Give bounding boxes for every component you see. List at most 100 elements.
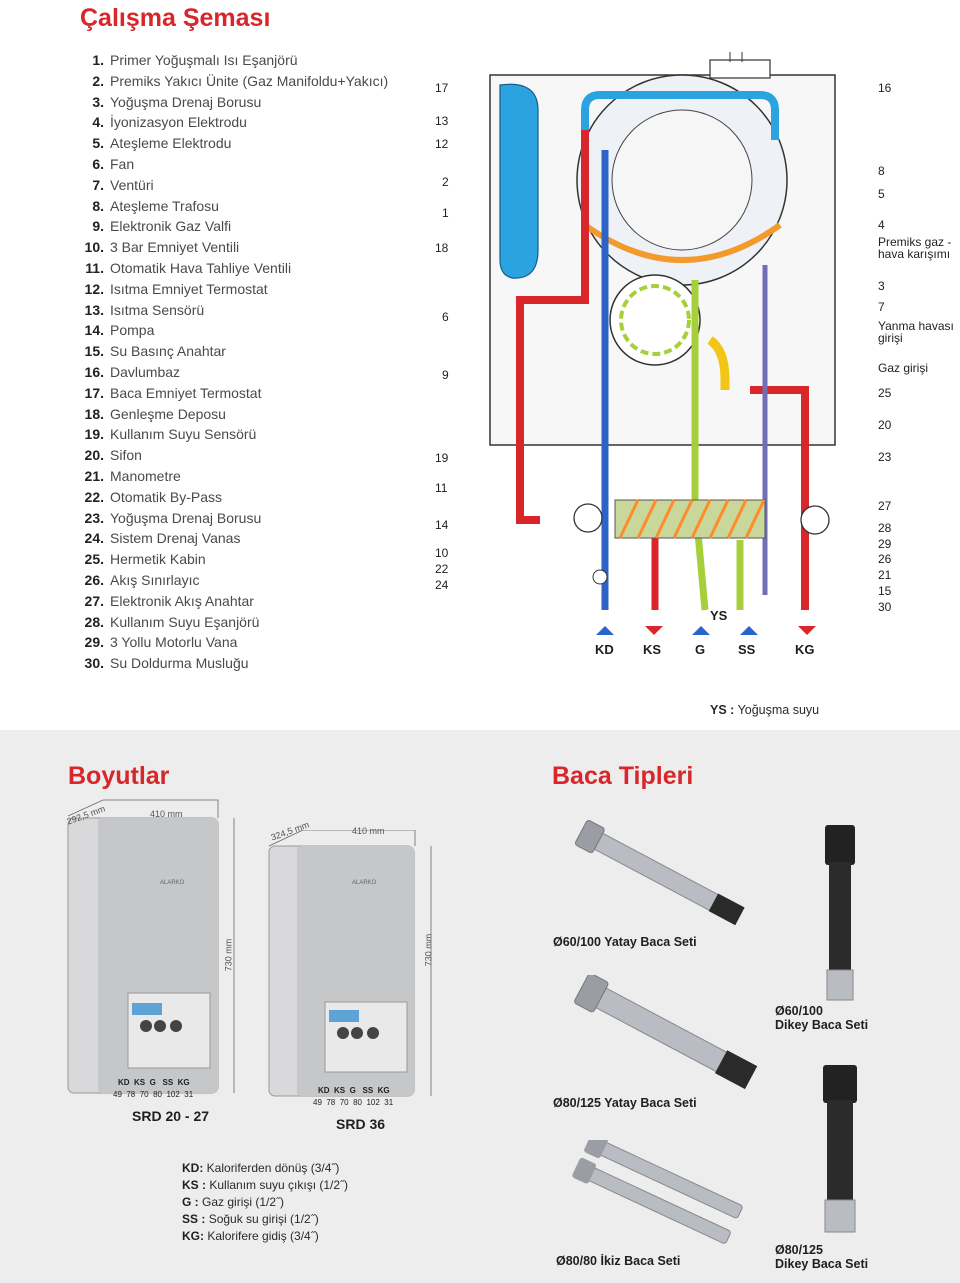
callout-air-intake: Yanma havası girişi [878, 319, 954, 345]
flue-label-3: Ø80/125 Yatay Baca Seti [553, 1096, 697, 1110]
component-legend: 1.Primer Yoğuşmalı Isı Eşanjörü 2.Premik… [78, 50, 408, 674]
legend-item: 7.Ventüri [92, 176, 154, 193]
callout-7: 7 [878, 300, 885, 314]
flue-label-5b: Dikey Baca Seti [775, 1257, 869, 1271]
boiler-schematic [489, 52, 836, 611]
flue-vertical-80-125 [823, 1065, 857, 1233]
callout-26: 26 [878, 552, 892, 566]
flue-label-5a: Ø80/125 [775, 1243, 823, 1257]
flue-horizontal-60-100 [574, 820, 745, 926]
callout-24: 24 [435, 578, 449, 592]
key-item: G : Gaz girişi (1/2˝) [182, 1195, 285, 1209]
legend-item: 16.Davlumbaz [84, 363, 181, 380]
connection-labels-2: KD KS G SS KG [318, 1086, 390, 1095]
boiler-unit-1 [67, 799, 235, 1094]
callout-16: 16 [878, 81, 892, 95]
callout-19: 19 [435, 451, 449, 465]
legend-item: 25.Hermetik Kabin [84, 551, 206, 568]
legend-item: 10.3 Bar Emniyet Ventili [84, 239, 240, 256]
pipe-label-ks: KS [643, 642, 662, 657]
callout-28: 28 [878, 521, 892, 535]
legend-item: 21.Manometre [84, 467, 181, 484]
callout-1: 1 [442, 206, 449, 220]
callout-20: 20 [878, 418, 892, 432]
pipe-label-g: G [695, 642, 706, 657]
connection-dims-1: 49 78 70 80 102 31 [113, 1090, 194, 1099]
callout-12: 12 [435, 137, 449, 151]
callout-22: 22 [435, 562, 449, 576]
key-item: SS : Soğuk su girişi (1/2˝) [182, 1212, 319, 1226]
arrow-down-icon [645, 626, 663, 635]
callout-25: 25 [878, 386, 892, 400]
callout-8: 8 [878, 164, 885, 178]
callout-29: 29 [878, 537, 892, 551]
arrow-up-icon [596, 626, 614, 635]
legend-item: 18.Genleşme Deposu [84, 405, 226, 422]
callout-13: 13 [435, 114, 449, 128]
callout-23: 23 [878, 450, 892, 464]
legend-item: 30.Su Doldurma Musluğu [84, 655, 249, 672]
legend-item: 3.Yoğuşma Drenaj Borusu [92, 93, 262, 110]
legend-item: 6.Fan [92, 155, 135, 172]
arrow-down-icon [798, 626, 816, 635]
callout-10: 10 [435, 546, 449, 560]
legend-item: 15.Su Basınç Anahtar [84, 343, 226, 360]
legend-item: 14.Pompa [84, 322, 155, 339]
callout-11: 11 [435, 481, 448, 495]
flue-label-2a: Ø60/100 [775, 1004, 823, 1018]
expansion-tank [499, 83, 539, 279]
flue-twin-80-80 [572, 1140, 743, 1244]
callout-17: 17 [435, 81, 449, 95]
legend-item: 23.Yoğuşma Drenaj Borusu [84, 509, 262, 526]
callout-2: 2 [442, 175, 449, 189]
page-title: Çalışma Şeması [80, 4, 271, 32]
pump [573, 503, 603, 533]
callout-6: 6 [442, 310, 449, 324]
pipe-label-kg: KG [795, 642, 815, 657]
legend-item: 24.Sistem Drenaj Vanas [84, 530, 241, 547]
dimensions-title: Boyutlar [68, 762, 170, 790]
dim-height-2: 730 mm [423, 933, 434, 967]
callout-4: 4 [878, 218, 885, 232]
callout-30: 30 [878, 600, 892, 614]
connection-key: KD: Kaloriferden dönüş (3/4˝) KS : Kulla… [182, 1160, 348, 1245]
three-way-valve [800, 505, 830, 535]
legend-item: 28.Kullanım Suyu Eşanjörü [84, 613, 260, 630]
legend-item: 11.Otomatik Hava Tahliye Ventili [85, 259, 292, 276]
flue-label-1: Ø60/100 Yatay Baca Seti [553, 935, 697, 949]
flue-hood [709, 59, 771, 79]
dim-height-1: 730 mm [223, 938, 234, 972]
legend-item: 8.Ateşleme Trafosu [92, 197, 219, 214]
legend-item: 19.Kullanım Suyu Sensörü [84, 426, 257, 443]
legend-item: 17.Baca Emniyet Termostat [84, 384, 262, 401]
callout-premix: Premiks gaz - hava karışımı [878, 235, 952, 261]
legend-item: 22.Otomatik By-Pass [84, 488, 223, 505]
model-label-1: SRD 20 - 27 [132, 1108, 210, 1124]
callout-15: 15 [878, 584, 892, 598]
brand-logo: ALARKO [160, 880, 185, 886]
legend-item: 13.Isıtma Sensörü [84, 301, 205, 318]
key-item: KS : Kullanım suyu çıkışı (1/2˝) [182, 1178, 349, 1192]
fan [609, 274, 701, 366]
dim-width-1: 410 mm [150, 809, 183, 819]
legend-item: 1.Primer Yoğuşmalı Isı Eşanjörü [92, 52, 298, 68]
legend-item: 26.Akış Sınırlayıc [84, 571, 200, 588]
legend-item: 27.Elektronik Akış Anahtar [84, 592, 254, 609]
callout-3: 3 [878, 279, 885, 293]
legend-item: 5.Ateşleme Elektrodu [92, 135, 232, 152]
callout-18: 18 [435, 241, 449, 255]
legend-item: 20.Sifon [84, 447, 142, 464]
key-item: KD: Kaloriferden dönüş (3/4˝) [182, 1161, 340, 1175]
model-label-2: SRD 36 [336, 1116, 386, 1132]
pipe-label-ss: SS [738, 642, 756, 657]
flue-types-title: Baca Tipleri [552, 762, 694, 790]
legend-item: 4.İyonizasyon Elektrodu [92, 114, 247, 131]
key-item: KG: Kalorifere gidiş (3/4˝) [182, 1229, 319, 1243]
callout-21: 21 [878, 568, 892, 582]
legend-item: 12.Isıtma Emniyet Termostat [84, 280, 268, 297]
arrow-up-icon [692, 626, 710, 635]
brand-logo: ALARKO [352, 880, 377, 886]
callout-27: 27 [878, 499, 892, 513]
legend-item: 29.3 Yollu Motorlu Vana [84, 634, 238, 651]
pipe-label-ys: YS [710, 608, 728, 623]
